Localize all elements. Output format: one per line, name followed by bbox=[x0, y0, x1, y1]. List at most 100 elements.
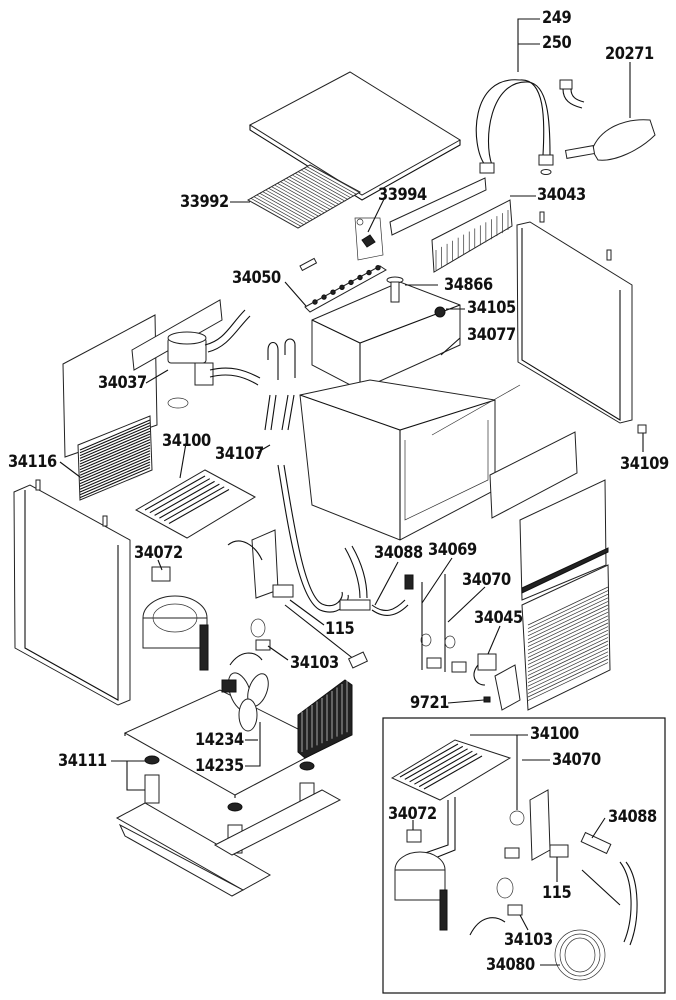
hatch-line bbox=[280, 181, 331, 210]
hatch-line bbox=[527, 586, 609, 626]
part-label-34077[interactable]: 34077 bbox=[467, 325, 516, 345]
part-label-33994[interactable]: 33994 bbox=[378, 185, 427, 205]
hatch-line bbox=[277, 183, 328, 212]
inset-label-34103[interactable]: 34103 bbox=[504, 930, 553, 950]
hatch-line bbox=[423, 755, 483, 790]
hatch-line bbox=[527, 637, 609, 676]
leader-34050 bbox=[284, 281, 307, 307]
compressor bbox=[142, 566, 209, 671]
hatch-line bbox=[527, 629, 609, 669]
hatch-line bbox=[79, 444, 151, 476]
right-side-panel bbox=[516, 211, 633, 424]
hatch-line bbox=[79, 458, 151, 490]
hatch-line bbox=[289, 176, 340, 205]
leader-34111 bbox=[111, 760, 145, 791]
inset-leader-34103 bbox=[519, 914, 529, 931]
part-label-34107[interactable]: 34107 bbox=[215, 444, 264, 464]
hatch-line bbox=[527, 590, 609, 629]
part-label-34111[interactable]: 34111 bbox=[58, 751, 107, 771]
part-label-34050[interactable]: 34050 bbox=[232, 268, 281, 288]
hatch-line bbox=[265, 189, 316, 219]
inset-compressor bbox=[394, 829, 448, 931]
part-label-34069[interactable]: 34069 bbox=[428, 540, 477, 560]
leader-115 bbox=[289, 599, 325, 626]
part-label-20271[interactable]: 20271 bbox=[605, 44, 654, 64]
hatch-line bbox=[79, 450, 151, 482]
hatch-line bbox=[527, 651, 609, 691]
part-label-34100[interactable]: 34100 bbox=[162, 431, 211, 451]
inset-label-115[interactable]: 115 bbox=[542, 883, 572, 903]
hatch-line bbox=[154, 480, 215, 516]
fuse-9721 bbox=[483, 696, 491, 703]
hatch-line bbox=[527, 597, 609, 637]
hatch-line bbox=[303, 168, 355, 197]
hatch-line bbox=[527, 626, 609, 665]
inset-evaporator bbox=[390, 739, 512, 869]
left-side-panel bbox=[13, 479, 131, 706]
spray-nozzle bbox=[348, 279, 354, 286]
leader-9721 bbox=[447, 699, 485, 704]
hatch-line bbox=[79, 430, 151, 462]
hatch-line bbox=[283, 179, 334, 209]
hatch-line bbox=[418, 753, 478, 788]
electrical-box bbox=[494, 664, 521, 711]
inset-hose-coil bbox=[554, 861, 638, 981]
part-label-34070[interactable]: 34070 bbox=[462, 570, 511, 590]
part-label-34105[interactable]: 34105 bbox=[467, 298, 516, 318]
part-label-34088[interactable]: 34088 bbox=[374, 543, 423, 563]
inset-label-34088[interactable]: 34088 bbox=[608, 807, 657, 827]
hatch-line bbox=[79, 441, 151, 473]
hatch-line bbox=[527, 644, 609, 683]
spray-nozzle bbox=[339, 284, 345, 290]
part-label-33992[interactable]: 33992 bbox=[180, 192, 229, 212]
leader-34045 bbox=[487, 625, 501, 655]
hatch-line bbox=[527, 640, 609, 680]
evaporator-plate bbox=[134, 469, 257, 539]
evaporator-grid bbox=[246, 164, 362, 229]
inset-label-34080[interactable]: 34080 bbox=[486, 955, 535, 975]
hatch-line bbox=[292, 174, 343, 204]
hatch-line bbox=[527, 622, 609, 662]
leader-34070 bbox=[447, 586, 486, 623]
ice-scoop bbox=[564, 119, 656, 161]
hatch-line bbox=[527, 655, 609, 694]
inset-label-34100[interactable]: 34100 bbox=[530, 724, 579, 744]
part-label-34045[interactable]: 34045 bbox=[474, 608, 523, 628]
water-trough bbox=[311, 276, 461, 391]
part-label-9721[interactable]: 9721 bbox=[410, 693, 449, 713]
inset-label-34070[interactable]: 34070 bbox=[552, 750, 601, 770]
elbow-fitting bbox=[559, 79, 585, 109]
hatch-line bbox=[274, 184, 325, 214]
part-label-115[interactable]: 115 bbox=[325, 619, 355, 639]
hatch-line bbox=[159, 483, 220, 519]
water-curtain bbox=[389, 177, 513, 273]
front-door bbox=[489, 431, 611, 711]
part-label-34116[interactable]: 34116 bbox=[8, 452, 57, 472]
hatch-line bbox=[247, 199, 299, 229]
part-label-250[interactable]: 250 bbox=[542, 33, 572, 53]
hatch-line bbox=[79, 455, 151, 487]
inset-label-34072[interactable]: 34072 bbox=[388, 804, 437, 824]
hatch-line bbox=[259, 193, 310, 222]
leader-33994 bbox=[367, 196, 386, 233]
part-label-249[interactable]: 249 bbox=[542, 8, 572, 28]
hatch-line bbox=[300, 169, 352, 199]
hatch-line bbox=[262, 191, 313, 220]
part-label-34109[interactable]: 34109 bbox=[620, 454, 669, 474]
hatch-line bbox=[253, 196, 305, 225]
part-label-14235[interactable]: 14235 bbox=[195, 756, 244, 776]
part-label-34037[interactable]: 34037 bbox=[98, 373, 147, 393]
part-label-34043[interactable]: 34043 bbox=[537, 185, 586, 205]
inlet-valve bbox=[339, 545, 414, 616]
spray-bar bbox=[299, 257, 387, 313]
leader-34072 bbox=[157, 559, 163, 571]
part-label-34103[interactable]: 34103 bbox=[290, 653, 339, 673]
hatch-line bbox=[295, 173, 346, 202]
hatch-line bbox=[79, 427, 151, 459]
part-label-34866[interactable]: 34866 bbox=[444, 275, 493, 295]
part-label-14234[interactable]: 14234 bbox=[195, 730, 244, 750]
part-label-34072[interactable]: 34072 bbox=[134, 543, 183, 563]
hatch-line bbox=[144, 475, 206, 511]
hatch-line bbox=[149, 478, 211, 514]
condenser-grille bbox=[77, 415, 153, 501]
